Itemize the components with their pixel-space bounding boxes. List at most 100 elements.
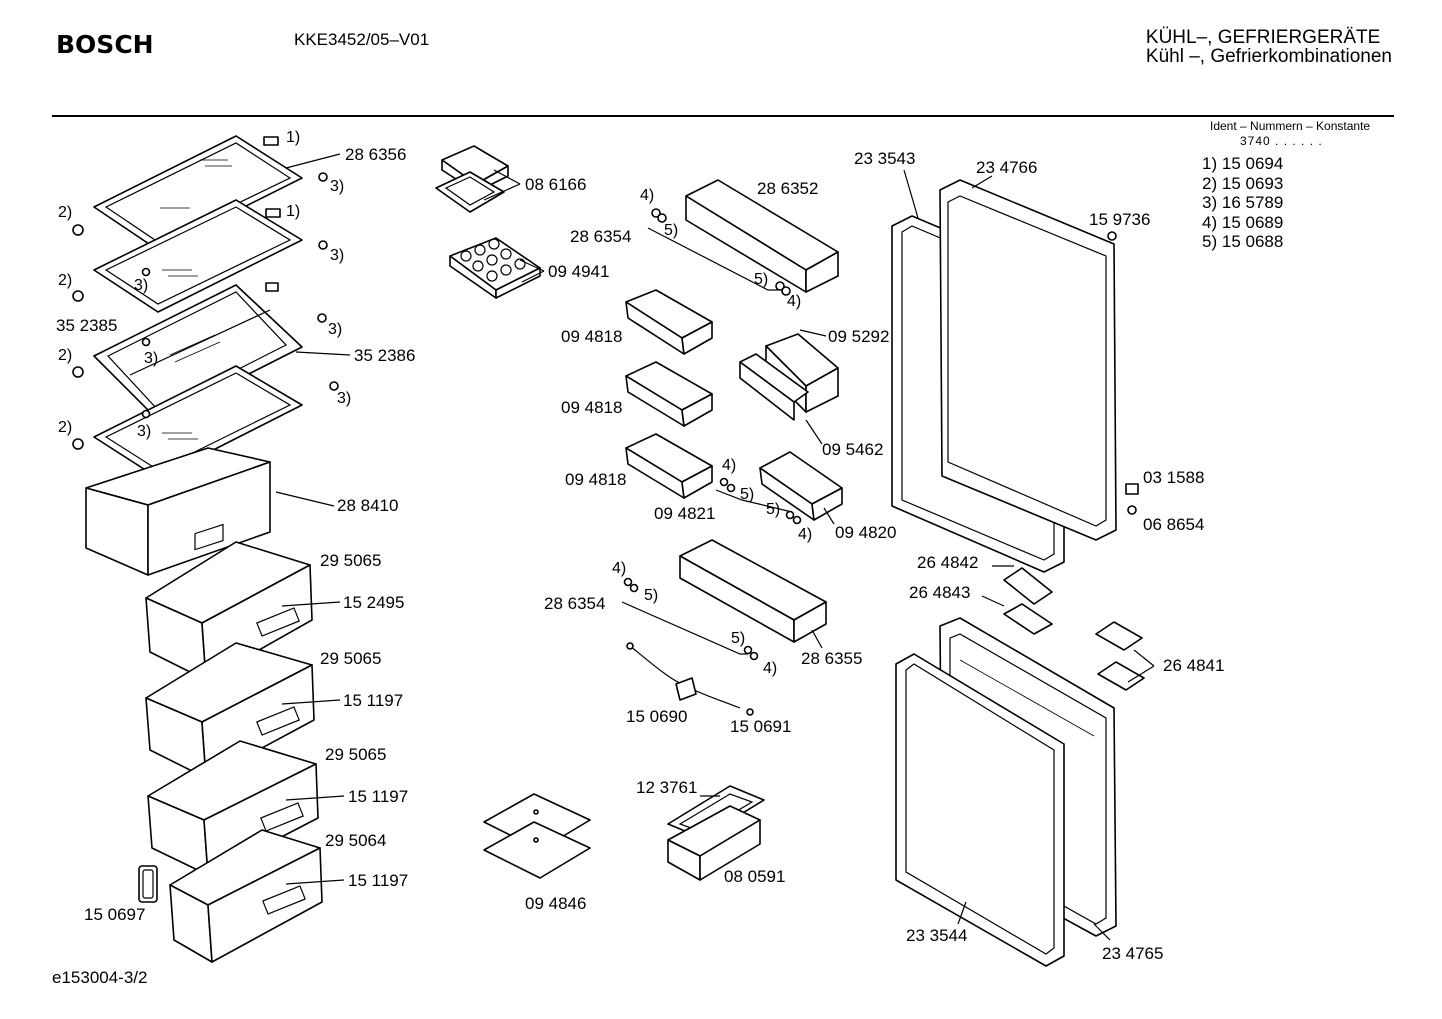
- svg-text:5): 5): [644, 587, 658, 604]
- door-box-right[interactable]: [759, 451, 843, 521]
- bottle-holder[interactable]: [739, 333, 839, 421]
- part-label: 15 0691: [730, 717, 791, 736]
- header-divider: [52, 115, 1394, 117]
- butter-dish[interactable]: [435, 145, 509, 213]
- model-number: KKE3452/05–V01: [294, 30, 430, 49]
- shelf-retainer-bar-mid: [715, 477, 802, 525]
- part-label: 15 1197: [343, 691, 403, 710]
- door-stop-icon: [1107, 231, 1139, 515]
- hinge-bracket[interactable]: [1095, 621, 1145, 691]
- part-label: 29 5065: [325, 745, 386, 764]
- part-label: 09 4846: [525, 894, 586, 913]
- legend-item-3: 3) 16 5789: [1202, 193, 1284, 212]
- glass-shelf-bottom[interactable]: [93, 365, 303, 479]
- part-label: 29 5065: [320, 551, 381, 570]
- shelf-retainer-bar-upper: [647, 208, 791, 296]
- part-label: 28 6354: [570, 227, 631, 246]
- part-label: 28 6355: [801, 649, 862, 668]
- egg-tray[interactable]: [449, 237, 541, 299]
- part-label: 15 0697: [84, 905, 145, 924]
- glass-shelf-top[interactable]: [93, 135, 303, 251]
- part-label: 26 4842: [917, 553, 978, 572]
- crisper-cover-housing[interactable]: [85, 447, 271, 576]
- part-label: 15 1197: [348, 871, 408, 890]
- drawing-reference: e153004-3/2: [52, 968, 148, 987]
- part-label: 28 6352: [757, 179, 818, 198]
- svg-text:4): 4): [722, 457, 736, 474]
- split-shelf[interactable]: [93, 284, 303, 421]
- svg-text:4): 4): [798, 526, 812, 543]
- svg-text:4): 4): [787, 293, 801, 310]
- fastener-legend: 1) 15 0694 2) 15 0693 3) 16 5789 4) 15 0…: [1202, 154, 1283, 252]
- part-label: 35 2386: [354, 346, 415, 365]
- svg-text:1): 1): [286, 203, 300, 220]
- legend-item-4: 4) 15 0689: [1202, 212, 1284, 232]
- part-label: 09 4818: [561, 398, 622, 417]
- part-label: 06 8654: [1143, 515, 1204, 534]
- part-label: 12 3761: [636, 778, 697, 797]
- fridge-door-panel[interactable]: [939, 179, 1117, 541]
- svg-text:3): 3): [144, 350, 158, 367]
- svg-text:5): 5): [731, 630, 745, 647]
- ice-box[interactable]: [667, 805, 761, 881]
- small-door-box-3[interactable]: [625, 433, 713, 499]
- svg-text:4): 4): [612, 560, 626, 577]
- part-label: 08 0591: [724, 867, 785, 886]
- hinge-cover-a[interactable]: [1003, 567, 1053, 605]
- part-label: 08 6166: [525, 175, 586, 194]
- part-label: 23 3544: [906, 926, 967, 945]
- door-shelf-lower[interactable]: [679, 539, 827, 643]
- part-label: 23 4766: [976, 158, 1037, 177]
- part-label: 03 1588: [1143, 468, 1204, 487]
- svg-text:2): 2): [58, 204, 72, 221]
- svg-text:5): 5): [754, 271, 768, 288]
- part-label: 26 4841: [1163, 656, 1224, 675]
- vegetable-drawer-4[interactable]: [169, 829, 323, 963]
- part-label: 09 4818: [565, 470, 626, 489]
- part-label: 09 4818: [561, 327, 622, 346]
- part-label: 15 2495: [343, 593, 404, 612]
- svg-text:3): 3): [330, 247, 344, 264]
- category-line-2: Kühl –, Gefrierkombinationen: [1145, 46, 1392, 67]
- part-label: 28 8410: [337, 496, 398, 515]
- legend-item-2: 2) 15 0693: [1202, 173, 1284, 193]
- part-label: 29 5064: [325, 831, 386, 850]
- svg-text:4): 4): [640, 187, 654, 204]
- category-heading: KÜHL–, GEFRIERGERÄTE Kühl –, Gefrierkomb…: [1146, 28, 1392, 66]
- svg-text:3): 3): [337, 390, 351, 407]
- svg-text:4): 4): [763, 660, 777, 677]
- leader-lines: [275, 153, 1155, 941]
- part-label: 28 6354: [544, 594, 605, 613]
- cold-packs[interactable]: [483, 793, 591, 879]
- part-label: 23 3543: [854, 149, 915, 168]
- small-door-box-1[interactable]: [625, 289, 713, 355]
- reference-markers: 1) 1) 3) 3) 3) 3) 3) 3) 3) 2) 2) 2) 2) 4…: [58, 129, 812, 677]
- svg-text:5): 5): [664, 222, 678, 239]
- svg-text:3): 3): [137, 423, 151, 440]
- part-label: 29 5065: [320, 649, 381, 668]
- svg-text:3): 3): [134, 277, 148, 294]
- svg-text:1): 1): [286, 129, 300, 146]
- part-label: 09 4820: [835, 523, 896, 542]
- shelf-retainer-bar-lower: [621, 577, 759, 661]
- door-shelf-upper[interactable]: [685, 179, 839, 293]
- svg-text:5): 5): [766, 501, 780, 518]
- shelf-support-icon: [72, 136, 339, 450]
- glass-shelf-2[interactable]: [93, 199, 303, 313]
- freezer-door-gasket[interactable]: [895, 653, 1065, 967]
- part-label: 09 5462: [822, 440, 883, 459]
- svg-text:2): 2): [58, 272, 72, 289]
- svg-text:3): 3): [330, 178, 344, 195]
- hinge-cover-b[interactable]: [1003, 603, 1053, 635]
- category-line-1: KÜHL–, GEFRIERGERÄTE: [1145, 27, 1381, 48]
- part-label: 09 5292: [828, 327, 889, 346]
- ident-code: 3740 . . . . . .: [1240, 134, 1323, 148]
- part-label: 23 4765: [1102, 944, 1163, 963]
- drawer-gasket: [138, 865, 158, 903]
- small-door-box-2[interactable]: [625, 361, 713, 427]
- part-label: 09 4941: [548, 262, 609, 281]
- brand-logo: BOSCH: [56, 30, 154, 59]
- svg-text:3): 3): [328, 321, 342, 338]
- ident-title: Ident – Nummern – Konstante: [1210, 119, 1371, 133]
